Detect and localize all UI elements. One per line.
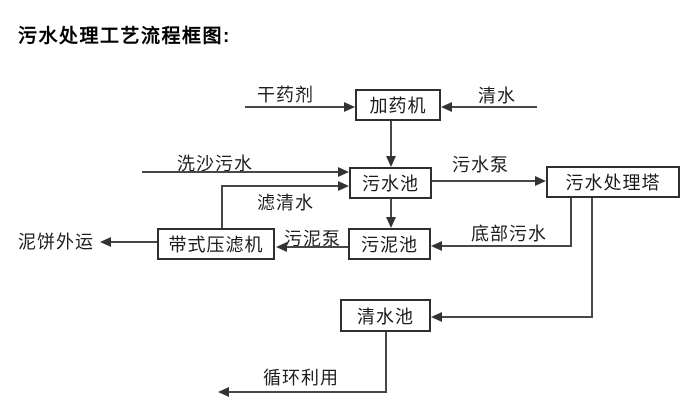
edge-line-recycle-drop — [385, 332, 387, 393]
edge-label-mud-cake-out: 泥饼外运 — [18, 232, 94, 252]
edge-line-dosing-to-sewage — [390, 121, 392, 157]
edge-line-sludge-pump — [287, 246, 348, 248]
arrowhead-left-icon — [100, 237, 111, 247]
edge-line-sewage-pump — [432, 180, 535, 182]
node-clear-water-pool: 清水池 — [340, 299, 431, 332]
edge-line-filtered-water-riser — [221, 185, 223, 228]
edge-line-tower-to-clear — [442, 316, 593, 318]
edge-line-sand-washing — [142, 171, 338, 173]
edge-line-bottom-sewage-drop — [570, 198, 572, 247]
node-sludge-pool: 污泥池 — [348, 228, 431, 260]
page-title: 污水处理工艺流程框图: — [18, 26, 231, 47]
node-treatment-tower: 污水处理塔 — [546, 166, 680, 198]
edge-label-clear-water: 清水 — [478, 86, 516, 106]
arrowhead-left-icon — [218, 387, 229, 397]
edge-label-sewage-pump: 污水泵 — [452, 155, 509, 175]
node-belt-filter-press: 带式压滤机 — [157, 228, 275, 260]
edge-label-filtered-water: 滤清水 — [257, 193, 314, 213]
arrowhead-right-icon — [338, 181, 349, 191]
edge-line-clear-water — [452, 106, 537, 108]
arrowhead-left-icon — [431, 312, 442, 322]
edge-line-bottom-sewage — [442, 245, 572, 247]
edge-line-filtered-water — [221, 185, 338, 187]
edge-line-dry-agent — [245, 106, 345, 108]
edge-label-recycle: 循环利用 — [263, 368, 339, 388]
node-dosing-machine: 加药机 — [355, 89, 441, 121]
edge-line-sewage-to-sludge — [390, 199, 392, 218]
arrowhead-down-icon — [386, 217, 396, 228]
edge-line-mud-cake-out — [111, 241, 157, 243]
arrowhead-left-icon — [441, 102, 452, 112]
arrowhead-left-icon — [276, 242, 287, 252]
arrowhead-down-icon — [386, 156, 396, 167]
edge-label-sand-washing-sewage: 洗沙污水 — [177, 154, 253, 174]
edge-label-bottom-sewage: 底部污水 — [471, 224, 547, 244]
arrowhead-right-icon — [535, 176, 546, 186]
edge-line-recycle — [229, 391, 387, 393]
arrowhead-left-icon — [431, 241, 442, 251]
edge-label-sludge-pump: 污泥泵 — [284, 229, 341, 249]
arrowhead-right-icon — [344, 102, 355, 112]
edge-label-dry-agent: 干药剂 — [257, 85, 314, 105]
arrowhead-right-icon — [338, 167, 349, 177]
edge-line-tower-to-clear-drop — [591, 198, 593, 318]
node-sewage-pool: 污水池 — [349, 167, 432, 199]
